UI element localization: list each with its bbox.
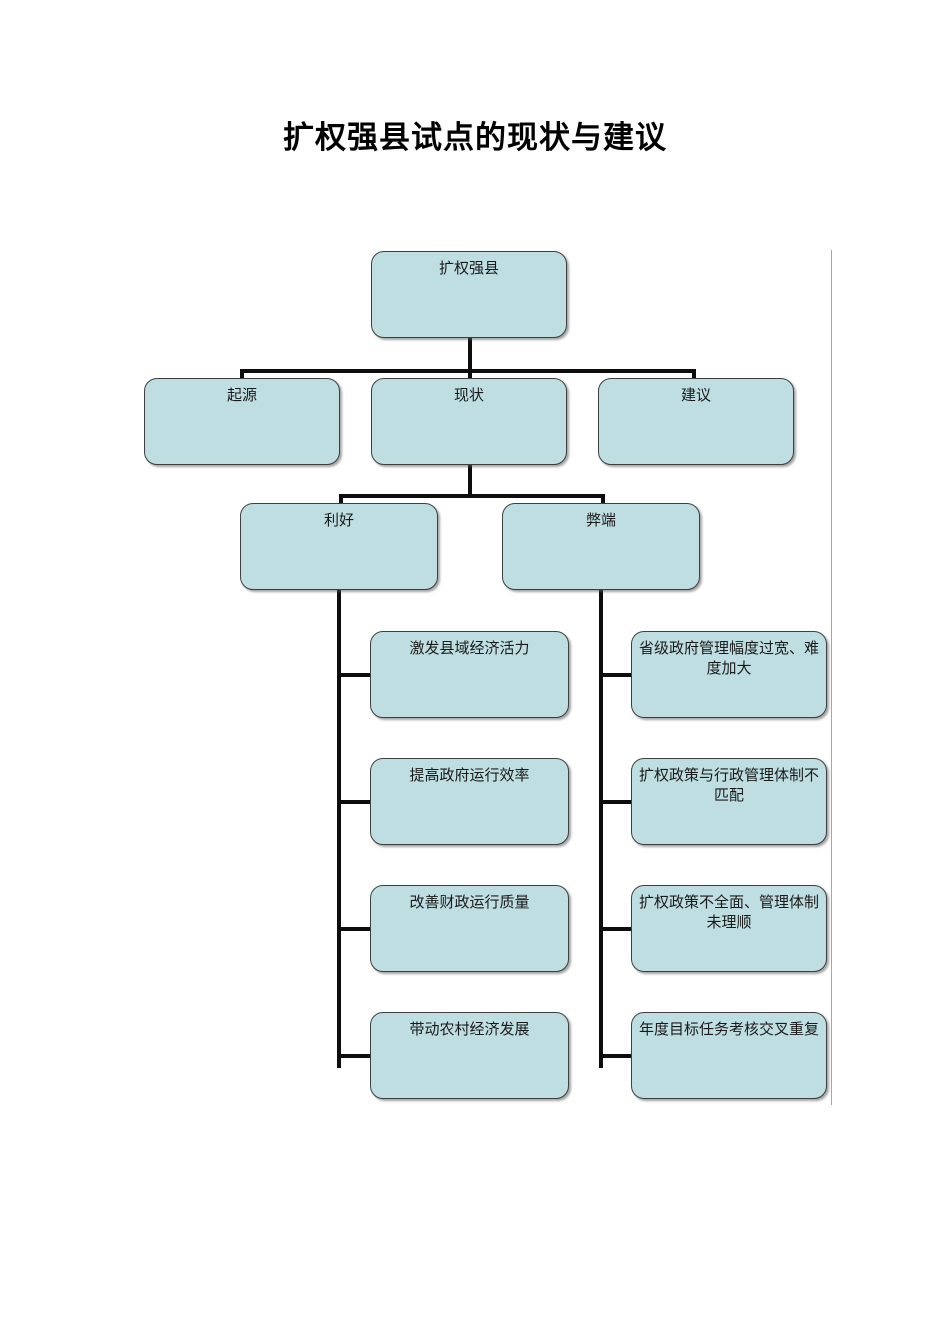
- connector-to-cons: [601, 494, 605, 510]
- node-con-1[interactable]: 省级政府管理幅度过宽、难度加大: [631, 631, 827, 718]
- node-advice[interactable]: 建议: [598, 378, 794, 465]
- connector-pros-branch-2: [337, 800, 372, 804]
- connector-to-status: [468, 369, 472, 380]
- connector-cons-trunk: [599, 587, 603, 1068]
- connector-pros-branch-4: [337, 1054, 372, 1058]
- canvas-edge-line: [831, 250, 832, 1105]
- node-pro-4[interactable]: 带动农村经济发展: [370, 1012, 569, 1099]
- node-con-3[interactable]: 扩权政策不全面、管理体制未理顺: [631, 885, 827, 972]
- node-con-2[interactable]: 扩权政策与行政管理体制不匹配: [631, 758, 827, 845]
- node-root[interactable]: 扩权强县: [371, 251, 567, 338]
- node-cons[interactable]: 弊端: [502, 503, 700, 590]
- connector-cons-branch-2: [599, 800, 634, 804]
- connector-to-origin: [240, 369, 244, 380]
- connector-level2-bus: [339, 494, 605, 498]
- connector-cons-branch-3: [599, 927, 634, 931]
- connector-cons-branch-1: [599, 673, 634, 677]
- node-pros[interactable]: 利好: [240, 503, 438, 590]
- connector-to-advice: [692, 369, 696, 380]
- connector-to-pros: [339, 494, 343, 510]
- page-title: 扩权强县试点的现状与建议: [283, 120, 667, 156]
- node-status[interactable]: 现状: [371, 378, 567, 465]
- connector-root-down: [468, 338, 472, 371]
- node-origin[interactable]: 起源: [144, 378, 340, 465]
- connector-status-down: [468, 461, 472, 496]
- node-pro-1[interactable]: 激发县域经济活力: [370, 631, 569, 718]
- connector-pros-trunk: [337, 587, 341, 1068]
- connector-pros-branch-1: [337, 673, 372, 677]
- node-pro-3[interactable]: 改善财政运行质量: [370, 885, 569, 972]
- connector-pros-branch-3: [337, 927, 372, 931]
- node-con-4[interactable]: 年度目标任务考核交叉重复: [631, 1012, 827, 1099]
- connector-cons-branch-4: [599, 1054, 634, 1058]
- node-pro-2[interactable]: 提高政府运行效率: [370, 758, 569, 845]
